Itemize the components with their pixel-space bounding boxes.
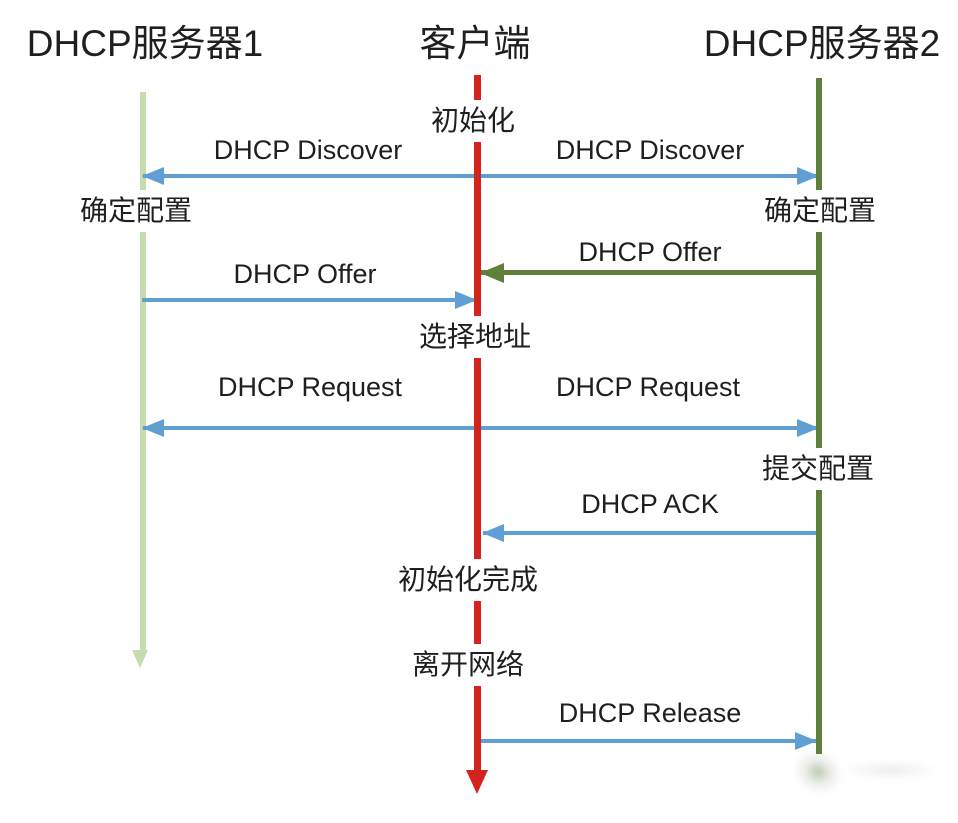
dhcp-offer-label-right: DHCP Offer [578, 237, 722, 267]
arrowhead-right-icon [797, 419, 819, 437]
state-label-commit-config: 提交配置 [755, 448, 881, 490]
dhcp-offer-arrow-from-server2 [480, 262, 820, 283]
arrowhead-left-icon [142, 419, 164, 437]
watermark-smudge-streak [840, 760, 940, 780]
dhcp-discover-label-left: DHCP Discover [213, 135, 403, 165]
state-label-init-complete: 初始化完成 [391, 559, 545, 601]
dhcp-offer-label-left: DHCP Offer [233, 259, 377, 289]
arrowhead-left-icon [480, 262, 504, 283]
state-label-init: 初始化 [424, 100, 522, 142]
dhcp-request-label-right: DHCP Request [555, 372, 741, 402]
dhcp-ack-arrow [482, 524, 818, 542]
state-label-confirm-config-left: 确定配置 [73, 190, 199, 232]
server2-lifeline [816, 78, 822, 754]
state-label-confirm-config-right: 确定配置 [757, 190, 883, 232]
server1-lifeline [140, 92, 146, 652]
dhcp-ack-label: DHCP ACK [581, 489, 719, 519]
arrowhead-left-icon [142, 167, 164, 185]
dhcp-release-label: DHCP Release [558, 698, 742, 728]
client-lifeline [474, 75, 481, 772]
arrowhead-right-icon [795, 732, 817, 750]
dhcp-offer-arrow-from-server1 [142, 291, 477, 309]
state-label-leave-network: 离开网络 [405, 644, 531, 686]
actor-title-client: 客户端 [419, 23, 531, 64]
dhcp-discover-label-right: DHCP Discover [555, 135, 745, 165]
dhcp-request-label-left: DHCP Request [217, 372, 403, 402]
state-label-select-address: 选择地址 [412, 316, 538, 358]
arrowhead-right-icon [455, 291, 477, 309]
client-lifeline-arrowhead-icon [466, 770, 488, 794]
actor-title-dhcp-server2: DHCP服务器2 [703, 23, 941, 64]
server1-lifeline-arrowhead-icon [132, 650, 148, 668]
dhcp-release-arrow [478, 732, 817, 750]
arrowhead-right-icon [797, 167, 819, 185]
actor-title-dhcp-server1: DHCP服务器1 [26, 23, 264, 64]
arrowhead-left-icon [482, 524, 504, 542]
